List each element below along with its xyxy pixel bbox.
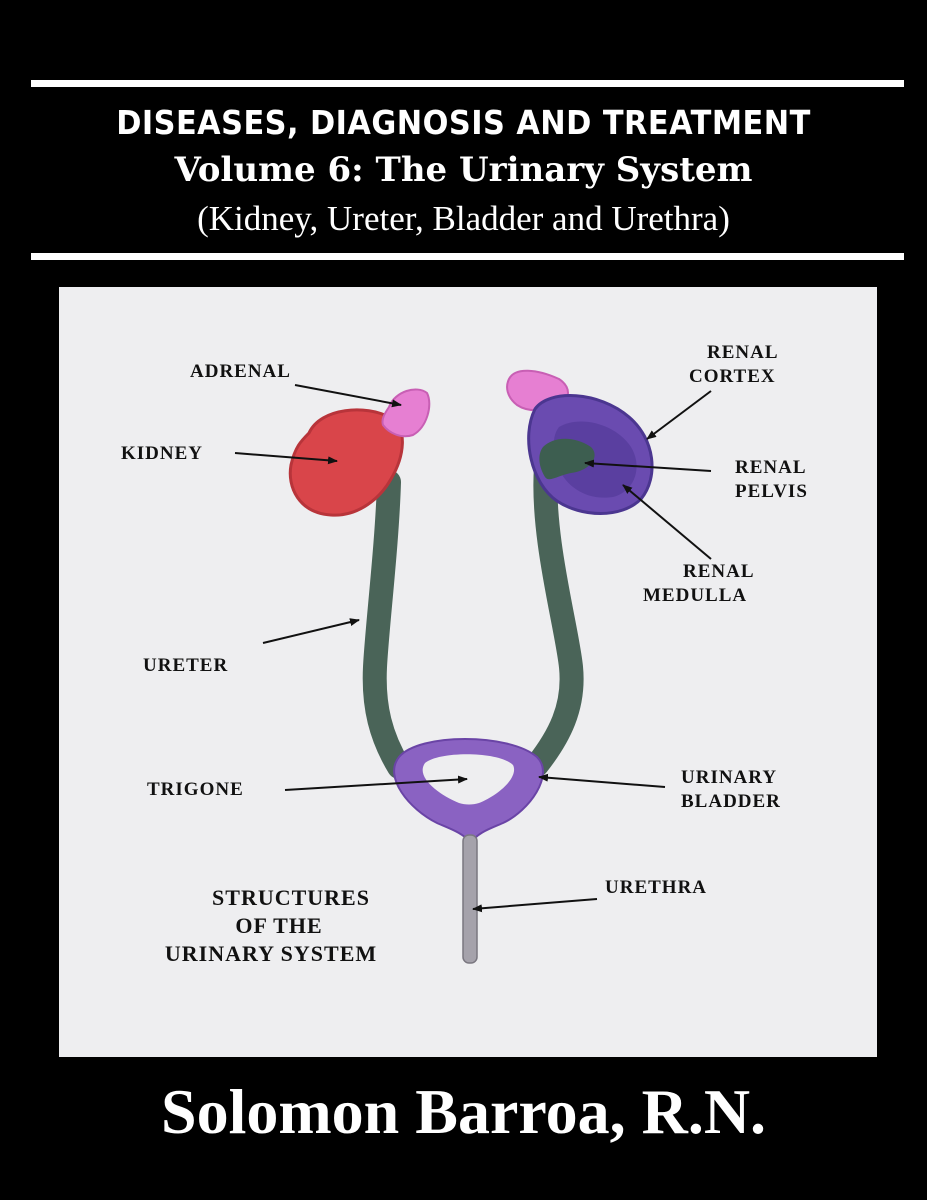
trigone-pointer bbox=[284, 775, 468, 791]
volume-title: Volume 6: The Urinary System bbox=[174, 150, 753, 190]
label-renal-medulla-line-2: MEDULLA bbox=[643, 585, 747, 606]
kidney-pointer bbox=[234, 452, 338, 465]
label-renal-cortex-line-2: CORTEX bbox=[689, 366, 776, 387]
label-renal-cortex-line-1: RENAL bbox=[707, 342, 779, 363]
ureter-pointer bbox=[262, 618, 360, 644]
left-ureter bbox=[362, 470, 411, 779]
label-urethra: URETHRA bbox=[605, 877, 707, 898]
label-ureter: URETER bbox=[143, 655, 228, 676]
label-renal-pelvis-line-2: PELVIS bbox=[735, 481, 808, 502]
urethra bbox=[462, 834, 478, 964]
adrenal-pointer bbox=[294, 384, 402, 408]
label-trigone: TRIGONE bbox=[147, 779, 244, 800]
bottom-divider bbox=[31, 253, 904, 260]
volume-subtitle: (Kidney, Ureter, Bladder and Urethra) bbox=[197, 199, 730, 238]
trigone bbox=[422, 754, 515, 805]
label-adrenal: ADRENAL bbox=[190, 361, 291, 382]
author-name: Solomon Barroa, R.N. bbox=[160, 1076, 767, 1147]
right-renal-pelvis bbox=[539, 438, 595, 480]
urethra-pointer bbox=[472, 898, 598, 913]
label-urinary-bladder-line-1: URINARY bbox=[681, 767, 777, 788]
renal-medulla-pointer bbox=[622, 484, 712, 560]
caption-line-3: URINARY SYSTEM bbox=[165, 941, 377, 966]
urinary-system-illustration: ADRENAL KIDNEY URETER TRIGONE RENAL CORT… bbox=[59, 287, 877, 1057]
caption-line-2: OF THE bbox=[235, 913, 322, 938]
left-kidney bbox=[288, 408, 404, 517]
label-urinary-bladder-line-2: BLADDER bbox=[681, 791, 781, 812]
renal-pelvis-pointer bbox=[584, 459, 712, 472]
urinary-bladder-pointer bbox=[538, 773, 666, 788]
label-renal-pelvis-line-1: RENAL bbox=[735, 457, 807, 478]
left-adrenal bbox=[381, 388, 431, 438]
right-ureter bbox=[525, 455, 584, 777]
label-renal-medulla-line-1: RENAL bbox=[683, 561, 755, 582]
caption-line-1: STRUCTURES bbox=[212, 885, 370, 910]
urinary-system-diagram: ADRENAL KIDNEY URETER TRIGONE RENAL CORT… bbox=[121, 342, 808, 966]
label-kidney: KIDNEY bbox=[121, 443, 203, 464]
renal-cortex-pointer bbox=[646, 390, 712, 440]
series-title: DISEASES, DIAGNOSIS AND TREATMENT bbox=[116, 103, 811, 142]
top-divider bbox=[31, 80, 904, 87]
